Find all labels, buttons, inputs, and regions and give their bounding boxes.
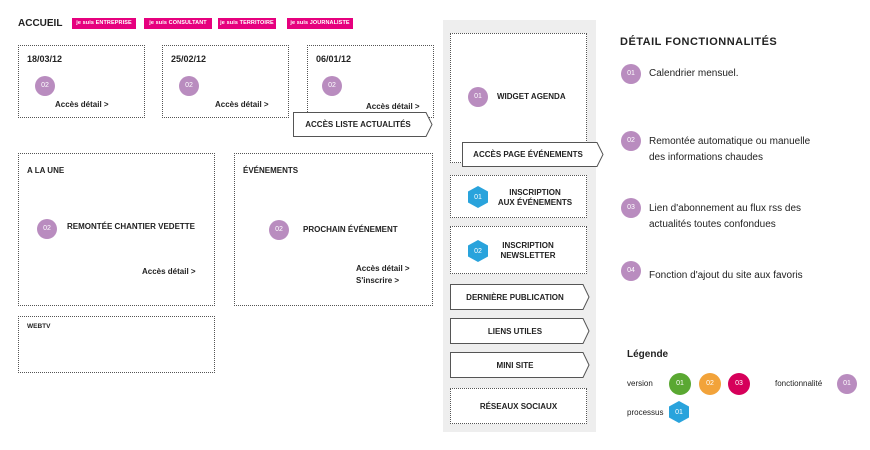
mini-site-button[interactable]: MINI SITE	[450, 352, 590, 378]
news-list-label: ACCÈS LISTE ACTUALITÉS	[305, 120, 411, 129]
events-label: PROCHAIN ÉVÉNEMENT	[303, 225, 398, 234]
description-line: Lien d'abonnement au flux rss des	[649, 203, 802, 214]
inscription-events-widget: 01 INSCRIPTION AUX ÉVÉNEMENTS	[450, 175, 587, 218]
legend-title: Légende	[627, 349, 669, 360]
webtv-heading: WEBTV	[27, 323, 51, 330]
feature-badge: 02	[35, 76, 55, 96]
label-line: AUX ÉVÉNEMENTS	[497, 198, 573, 207]
legend-version-2: 02	[699, 373, 721, 395]
legend-processus-label: processus	[627, 408, 664, 417]
legend-version-label: version	[627, 379, 653, 388]
feature-badge: 02	[269, 220, 289, 240]
news-date: 06/01/12	[316, 54, 352, 64]
hexagon-icon	[468, 186, 488, 208]
feature-badge: 02	[179, 76, 199, 96]
arrow-button-shape	[450, 318, 590, 344]
label-line: NEWSLETTER	[500, 251, 556, 260]
news-detail-link[interactable]: Accès détail >	[366, 102, 420, 111]
inscription-events-label: INSCRIPTION AUX ÉVÉNEMENTS	[495, 188, 575, 208]
tab-territoire[interactable]: je suis TERRITOIRE	[218, 18, 276, 29]
label-line: INSCRIPTION	[502, 241, 554, 250]
events-register-link[interactable]: S'inscrire >	[356, 276, 400, 285]
events-detail-link[interactable]: Accès détail >	[356, 264, 410, 273]
legend-version-3: 03	[728, 373, 750, 395]
events-page-label: ACCÈS PAGE ÉVÉNEMENTS	[473, 150, 583, 159]
news-date: 18/03/12	[27, 54, 63, 64]
process-hex-label: 02	[474, 247, 482, 255]
feature-description: Remontée automatique ou manuelle des inf…	[649, 134, 810, 166]
une-heading: A LA UNE	[27, 166, 65, 175]
tab-entreprise[interactable]: je suis ENTREPRISE	[72, 18, 136, 29]
social-networks-label: RÉSEAUX SOCIAUX	[479, 402, 558, 411]
feature-badge: 02	[322, 76, 342, 96]
newsletter-label: INSCRIPTION NEWSLETTER	[495, 241, 561, 261]
news-detail-link[interactable]: Accès détail >	[55, 100, 109, 109]
webtv-panel: WEBTV	[18, 316, 215, 373]
legend-process-hex: 01	[669, 401, 689, 423]
widget-agenda: 01 WIDGET AGENDA	[450, 33, 587, 163]
tab-journaliste[interactable]: je suis JOURNALISTE	[287, 18, 353, 29]
une-detail-link[interactable]: Accès détail >	[142, 267, 196, 276]
newsletter-widget: 02 INSCRIPTION NEWSLETTER	[450, 226, 587, 274]
legend-fonctionnalite-label: fonctionnalité	[775, 379, 823, 388]
description-line: Remontée automatique ou manuelle	[649, 136, 811, 147]
useful-links-button[interactable]: LIENS UTILES	[450, 318, 590, 344]
description-line: actualités toutes confondues	[649, 219, 776, 230]
description-line: Calendrier mensuel.	[649, 68, 739, 79]
useful-links-label: LIENS UTILES	[487, 326, 543, 336]
arrow-button-shape	[450, 284, 590, 310]
process-hex-label: 01	[675, 408, 683, 416]
hexagon-icon	[669, 401, 689, 423]
description-line: Fonction d'ajout du site aux favoris	[649, 270, 803, 281]
feature-badge: 02	[37, 219, 57, 239]
events-heading: ÉVÉNEMENTS	[243, 166, 299, 175]
events-panel: ÉVÉNEMENTS 02 PROCHAIN ÉVÉNEMENT Accès d…	[234, 153, 433, 306]
detail-title: DÉTAIL FONCTIONNALITÉS	[620, 36, 778, 48]
process-hex: 01	[468, 186, 488, 208]
news-item-2: 25/02/12 02 Accès détail >	[162, 45, 289, 118]
hexagon-icon	[468, 240, 488, 262]
page-title: ACCUEIL	[18, 18, 63, 29]
last-publication-button[interactable]: DERNIÈRE PUBLICATION	[450, 284, 590, 310]
feature-description: Fonction d'ajout du site aux favoris	[649, 268, 803, 284]
feature-badge: 03	[621, 198, 641, 218]
une-panel: A LA UNE 02 REMONTÉE CHANTIER VEDETTE Ac…	[18, 153, 215, 306]
feature-description: Lien d'abonnement au flux rss des actual…	[649, 201, 801, 233]
news-list-button[interactable]: ACCÈS LISTE ACTUALITÉS	[293, 112, 433, 137]
mini-site-label: MINI SITE	[496, 360, 534, 370]
news-detail-link[interactable]: Accès détail >	[215, 100, 269, 109]
events-page-button[interactable]: ACCÈS PAGE ÉVÉNEMENTS	[462, 142, 604, 167]
news-item-1: 18/03/12 02 Accès détail >	[18, 45, 145, 118]
arrow-button-shape	[293, 112, 433, 137]
news-date: 25/02/12	[171, 54, 207, 64]
last-publication-label: DERNIÈRE PUBLICATION	[466, 292, 564, 302]
label-line: INSCRIPTION	[509, 188, 561, 197]
tab-consultant[interactable]: je suis CONSULTANT	[144, 18, 212, 29]
feature-badge: 01	[621, 64, 641, 84]
legend-version-1: 01	[669, 373, 691, 395]
feature-badge: 04	[621, 261, 641, 281]
legend-fonctionnalite-badge: 01	[837, 374, 857, 394]
arrow-button-shape	[450, 352, 590, 378]
feature-badge: 01	[468, 87, 488, 107]
process-hex-label: 01	[474, 193, 482, 201]
agenda-label: WIDGET AGENDA	[497, 92, 566, 101]
feature-description: Calendrier mensuel.	[649, 66, 739, 82]
description-line: des informations chaudes	[649, 152, 763, 163]
social-networks-widget: RÉSEAUX SOCIAUX	[450, 388, 587, 424]
feature-badge: 02	[621, 131, 641, 151]
news-item-3: 06/01/12 02 Accès détail >	[307, 45, 434, 118]
une-label: REMONTÉE CHANTIER VEDETTE	[67, 222, 196, 231]
arrow-button-shape	[462, 142, 604, 167]
process-hex: 02	[468, 240, 488, 262]
